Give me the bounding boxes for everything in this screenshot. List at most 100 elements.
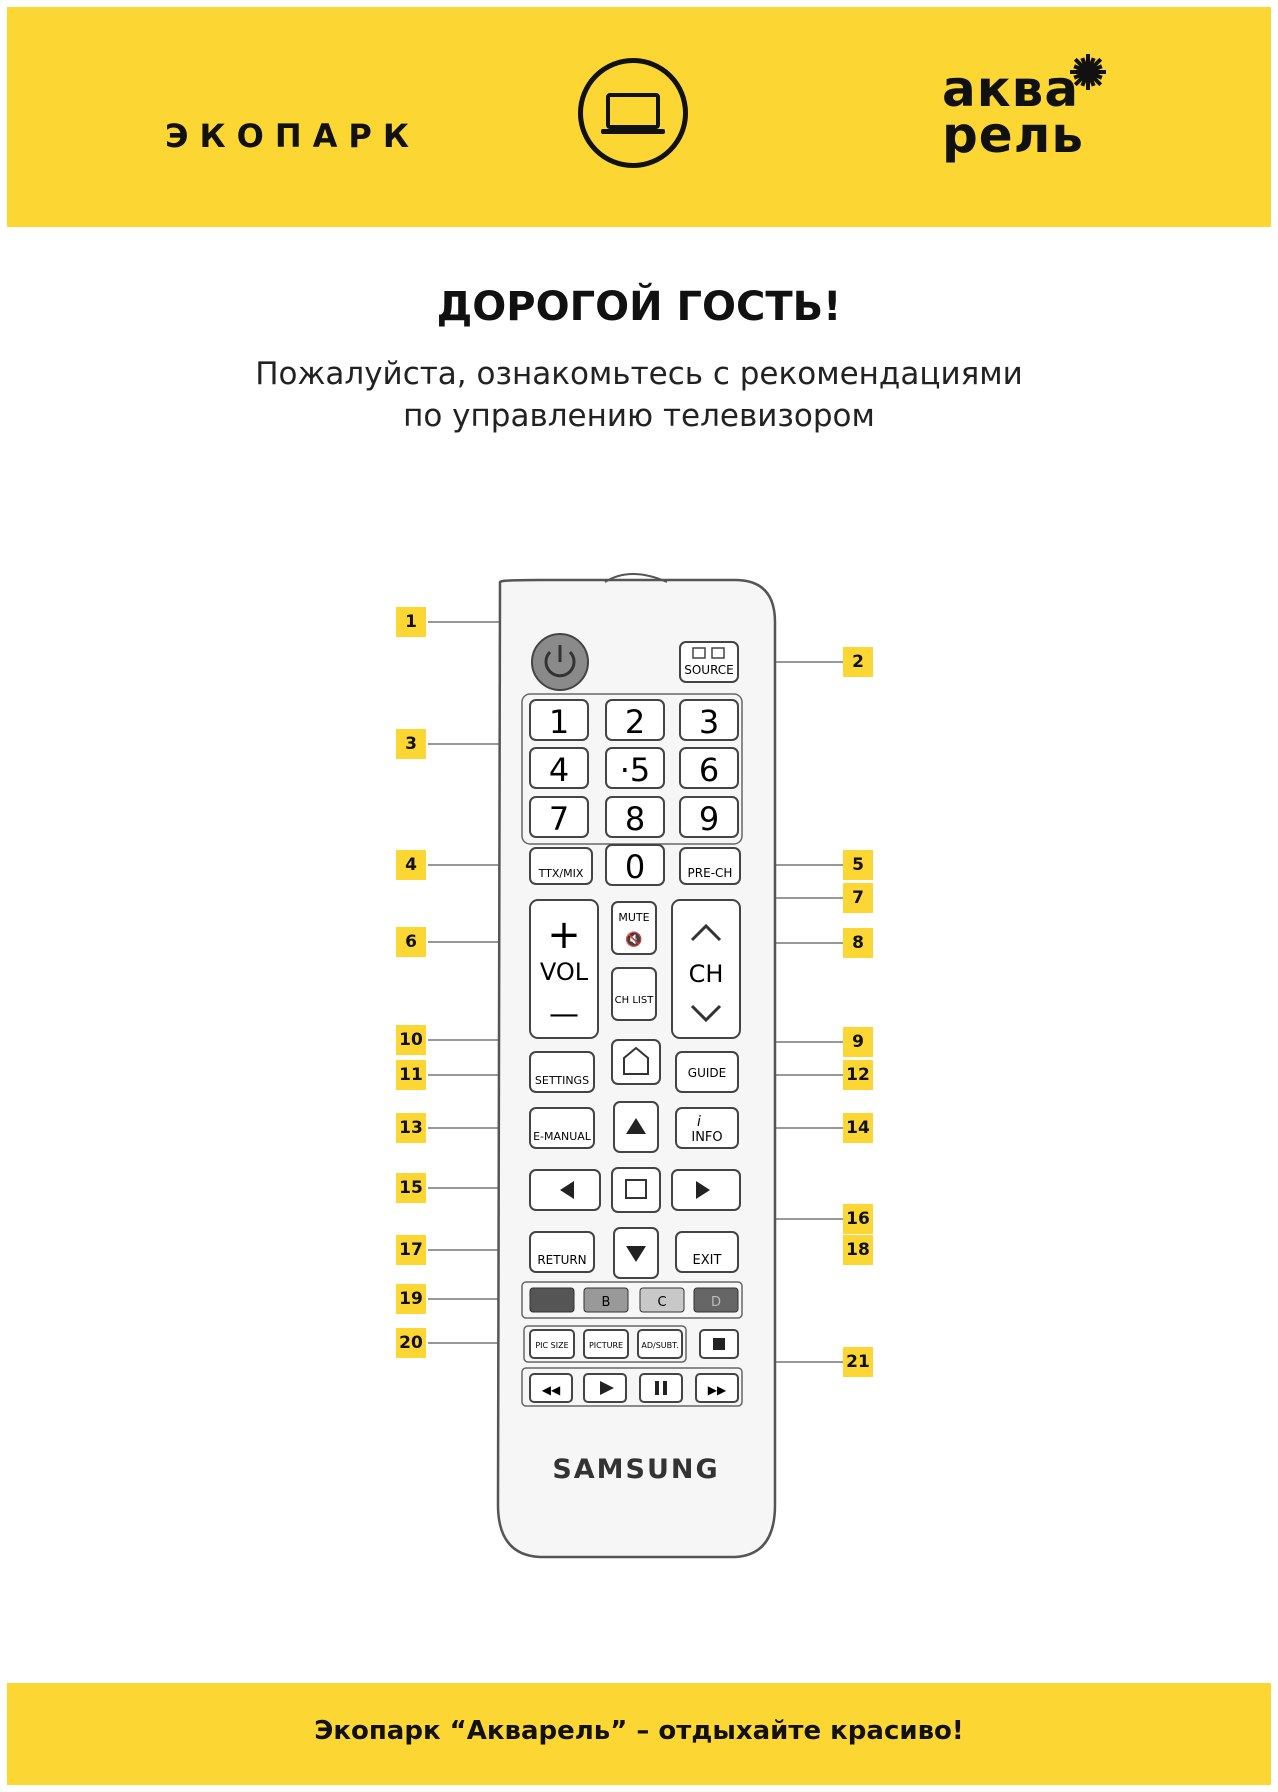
info-button[interactable] xyxy=(675,1107,739,1149)
digit-button-2[interactable] xyxy=(605,699,665,741)
color-button-b[interactable] xyxy=(583,1287,629,1313)
rewind-button[interactable] xyxy=(529,1373,573,1403)
ttx-mix-button[interactable] xyxy=(529,847,593,885)
callout-19: 19 xyxy=(396,1284,426,1314)
exit-button[interactable] xyxy=(675,1231,739,1273)
callout-21: 21 xyxy=(843,1347,873,1377)
fast-forward-button[interactable] xyxy=(695,1373,739,1403)
digit-label: 7 xyxy=(549,800,569,838)
digit-button-8[interactable] xyxy=(605,796,665,838)
ad-subt-button[interactable] xyxy=(637,1329,683,1359)
digit-label: 9 xyxy=(699,800,719,838)
callout-17: 17 xyxy=(396,1235,426,1265)
return-button[interactable] xyxy=(529,1231,595,1273)
digit-button-7[interactable] xyxy=(529,796,589,838)
channel-down-icon xyxy=(690,1004,722,1023)
callout-3: 3 xyxy=(396,729,426,759)
guide-label: GUIDE xyxy=(688,1066,726,1080)
channel-label: CH xyxy=(689,960,724,988)
subtitle-line1: Пожалуйста, ознакомьтесь с рекомендациям… xyxy=(255,356,1023,392)
digit-button-4[interactable] xyxy=(529,747,589,789)
pause-icon xyxy=(655,1381,659,1395)
callout-15: 15 xyxy=(396,1173,426,1203)
e-manual-button[interactable] xyxy=(529,1107,595,1149)
stop-icon xyxy=(713,1338,725,1350)
callout-11: 11 xyxy=(396,1060,426,1090)
guide-button[interactable] xyxy=(675,1051,739,1093)
picture-button[interactable] xyxy=(583,1329,629,1359)
sun-icon xyxy=(1070,54,1106,90)
home-icon xyxy=(623,1046,649,1075)
digit-button-0[interactable] xyxy=(605,844,665,886)
brand-ekopark: ЭКОПАРК xyxy=(165,117,420,155)
callout-14: 14 xyxy=(843,1113,873,1143)
pause-button[interactable] xyxy=(639,1373,683,1403)
volume-label: VOL xyxy=(540,958,589,986)
enter-icon xyxy=(625,1179,647,1199)
channel-rocker[interactable] xyxy=(671,899,741,1039)
settings-label: SETTINGS xyxy=(535,1074,589,1087)
digit-label: 6 xyxy=(699,751,719,789)
media-buttons-frame xyxy=(521,1367,743,1407)
arrow-left-icon xyxy=(560,1181,574,1199)
info-label: INFO xyxy=(691,1130,722,1145)
logo-akvarel-line2: рель xyxy=(942,106,1084,164)
home-button[interactable] xyxy=(611,1039,661,1085)
return-label: RETURN xyxy=(537,1253,586,1267)
mute-button[interactable] xyxy=(611,901,657,955)
callout-12: 12 xyxy=(843,1060,873,1090)
ttx-mix-label: TTX/MIX xyxy=(538,867,584,880)
callout-4: 4 xyxy=(396,850,426,880)
pic-size-label: PIC SIZE xyxy=(535,1341,568,1350)
pre-ch-button[interactable] xyxy=(679,847,741,885)
info-icon: i xyxy=(697,1114,701,1130)
digit-label: 1 xyxy=(549,703,569,741)
digit-button-9[interactable] xyxy=(679,796,739,838)
callout-2: 2 xyxy=(843,647,873,677)
e-manual-label: E-MANUAL xyxy=(533,1130,592,1143)
play-icon xyxy=(600,1381,614,1395)
volume-up-label: + xyxy=(547,912,581,958)
callout-16: 16 xyxy=(843,1204,873,1234)
callout-10: 10 xyxy=(396,1025,426,1055)
callout-7: 7 xyxy=(843,883,873,913)
digit-label: 2 xyxy=(625,703,645,741)
digit-button-3[interactable] xyxy=(679,699,739,741)
dpad-enter-button[interactable] xyxy=(611,1167,661,1213)
digit-label: ·5 xyxy=(620,751,651,789)
color-b-label: B xyxy=(602,1295,611,1310)
color-c-label: C xyxy=(657,1295,666,1310)
volume-rocker[interactable] xyxy=(529,899,599,1039)
ch-list-label: CH LIST xyxy=(615,995,655,1006)
callout-9: 9 xyxy=(843,1027,873,1057)
footer-slogan: Экопарк “Акварель” – отдыхайте красиво! xyxy=(314,1716,964,1746)
source-label: SOURCE xyxy=(684,663,734,677)
digit-label: 0 xyxy=(625,848,645,886)
settings-button[interactable] xyxy=(529,1051,595,1093)
digit-button-5[interactable] xyxy=(605,747,665,789)
volume-down-label: — xyxy=(549,997,579,1032)
digit-button-1[interactable] xyxy=(529,699,589,741)
ch-list-button[interactable] xyxy=(611,967,657,1021)
page-title: ДОРОГОЙ ГОСТЬ! xyxy=(436,284,842,330)
callout-18: 18 xyxy=(843,1235,873,1265)
picture-label: PICTURE xyxy=(589,1341,623,1350)
logo-akvarel-line1: аква xyxy=(942,60,1080,118)
digit-button-6[interactable] xyxy=(679,747,739,789)
digit-label: 8 xyxy=(625,800,645,838)
laptop-icon xyxy=(578,58,688,168)
ad-subt-label: AD/SUBT. xyxy=(641,1341,678,1350)
color-button-d[interactable] xyxy=(693,1287,739,1313)
color-button-a[interactable] xyxy=(529,1287,575,1313)
pic-size-button[interactable] xyxy=(529,1329,575,1359)
digit-label: 3 xyxy=(699,703,719,741)
color-button-c[interactable] xyxy=(639,1287,685,1313)
footer-band xyxy=(7,1683,1271,1785)
callout-1: 1 xyxy=(396,607,426,637)
color-buttons-frame xyxy=(521,1281,743,1319)
rewind-icon: ◀◀ xyxy=(542,1383,561,1397)
callout-20: 20 xyxy=(396,1328,426,1358)
mute-label: MUTE xyxy=(618,911,649,924)
picture-buttons-frame xyxy=(523,1325,687,1363)
arrow-right-icon xyxy=(696,1181,710,1199)
